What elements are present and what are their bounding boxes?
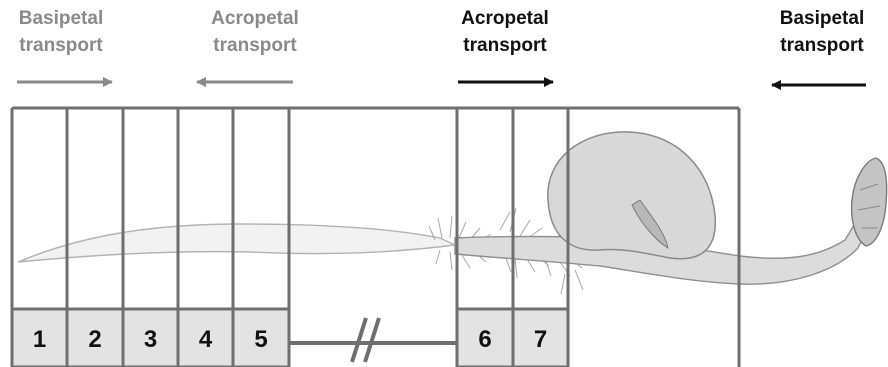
seedling-sketch bbox=[18, 132, 887, 294]
segment-1-number: 1 bbox=[33, 326, 46, 353]
root-outline bbox=[18, 224, 455, 262]
segment-7-number: 7 bbox=[534, 326, 547, 353]
segment-5-number: 5 bbox=[254, 326, 267, 353]
segment-6-number: 6 bbox=[478, 326, 491, 353]
segment-2-number: 2 bbox=[88, 326, 101, 353]
segment-4-number: 4 bbox=[199, 326, 213, 353]
cotyledon bbox=[548, 132, 716, 259]
break-mark bbox=[352, 318, 379, 362]
segment-3-number: 3 bbox=[144, 326, 157, 353]
shoot-tip bbox=[852, 158, 887, 246]
